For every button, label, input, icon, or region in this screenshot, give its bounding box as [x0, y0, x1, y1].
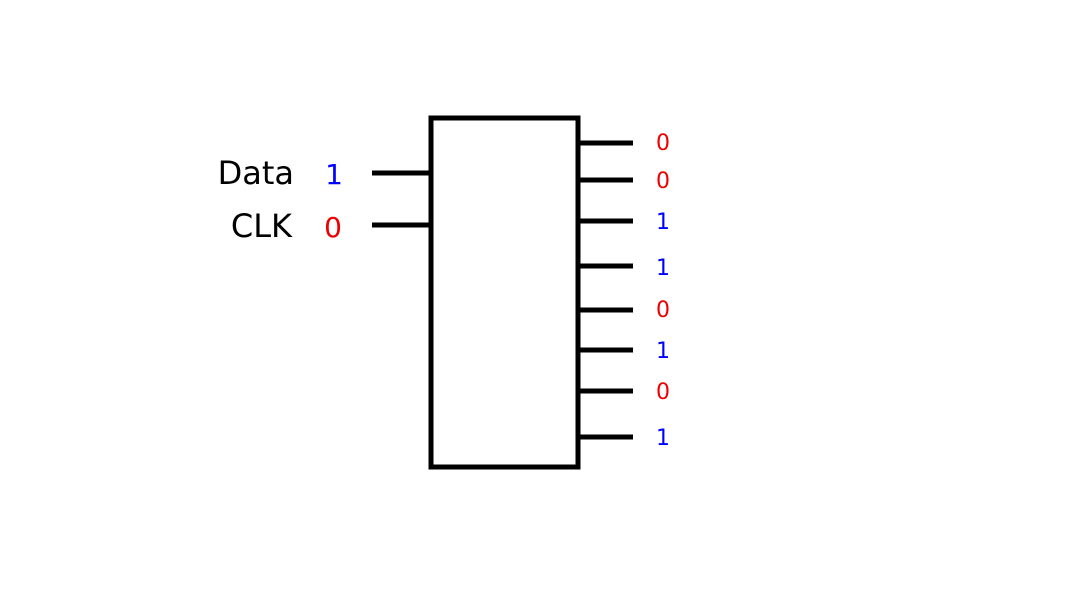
clk-input-label: CLK — [231, 207, 293, 245]
output-value-2: 1 — [656, 210, 670, 235]
output-value-3: 1 — [656, 256, 670, 281]
output-value-0: 0 — [656, 131, 670, 156]
clk-input-value: 0 — [324, 211, 342, 244]
output-value-6: 0 — [656, 380, 670, 405]
output-value-4: 0 — [656, 298, 670, 323]
data-input-value: 1 — [325, 158, 343, 191]
output-value-7: 1 — [656, 426, 670, 451]
data-input-label: Data — [218, 154, 294, 192]
output-value-5: 1 — [656, 339, 670, 364]
output-value-1: 0 — [656, 169, 670, 194]
register-block — [428, 115, 581, 470]
